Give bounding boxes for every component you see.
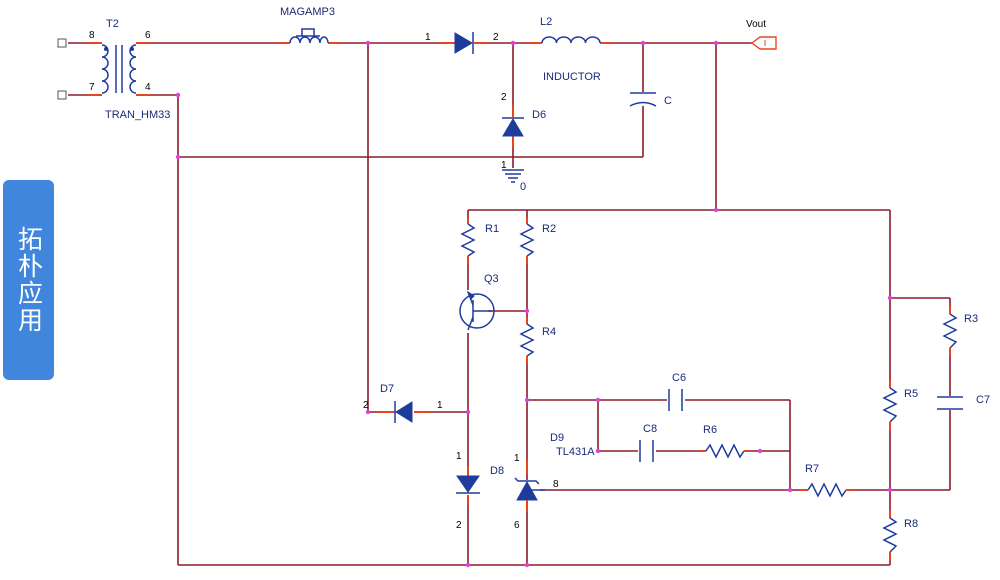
d9-label: D9 [550,432,564,444]
shunt-regulator-d9 [514,460,545,512]
sidebar-title: 拓朴应用 [14,226,44,334]
d9-pin-6: 6 [514,520,520,531]
resistor-r3 [942,306,958,356]
diode-d6 [502,105,524,148]
wires [68,42,951,566]
t2-pin-4: 4 [145,82,151,93]
ground-symbol [502,169,524,183]
d9-model-label: TL431A [556,446,595,458]
d6-pin-1: 1 [501,160,507,171]
d7-label: D7 [380,383,394,395]
c8-label: C8 [643,423,657,435]
diode-pin-2: 2 [493,32,499,43]
capacitor-c6 [668,389,683,411]
capacitor-c7 [937,396,963,410]
vout-terminal [750,36,777,50]
t2-model-label: TRAN_HM33 [105,109,170,121]
t2-pin-8: 8 [89,30,95,41]
capacitor-c8 [639,440,654,462]
resistor-r2 [519,218,535,264]
r4-label: R4 [542,326,556,338]
magamp-label: MAGAMP3 [280,6,335,18]
resistor-r1 [460,218,476,264]
r5-label: R5 [904,388,918,400]
transformer-t2 [88,42,150,96]
diode-d7 [378,401,430,423]
q3-label: Q3 [484,273,499,285]
d8-pin-1: 1 [456,451,462,462]
t2-label: T2 [106,18,119,30]
r1-label: R1 [485,223,499,235]
input-terminal-2 [57,90,67,100]
d7-pin-2: 2 [363,400,369,411]
d6-pin-2: 2 [501,92,507,103]
d8-pin-2: 2 [456,520,462,531]
resistor-r4 [519,318,535,364]
transistor-q3 [459,290,495,331]
inductor-label: INDUCTOR [543,71,601,83]
diode-pin-1: 1 [425,32,431,43]
c7-label: C7 [976,394,990,406]
c-label: C [664,95,672,107]
r6-label: R6 [703,424,717,436]
r7-label: R7 [805,463,819,475]
inductor-l2 [530,36,612,44]
junction-nodes [175,40,893,568]
output-capacitor-c [629,92,657,107]
main-diode [440,32,488,54]
d6-label: D6 [532,109,546,121]
r8-label: R8 [904,518,918,530]
ground-label: 0 [520,181,526,193]
resistor-r7 [800,482,854,498]
d9-pin-8: 8 [553,479,559,490]
resistor-r5 [882,380,898,430]
r3-label: R3 [964,313,978,325]
l2-label: L2 [540,16,552,28]
sidebar-tab[interactable]: 拓朴应用 [3,180,54,380]
t2-pin-6: 6 [145,30,151,41]
d7-pin-1: 1 [437,400,443,411]
d8-label: D8 [490,465,504,477]
c6-label: C6 [672,372,686,384]
d9-pin-1: 1 [514,453,520,464]
input-terminal-1 [57,38,67,48]
resistor-r6 [700,443,750,459]
t2-pin-7: 7 [89,82,95,93]
resistor-r8 [882,510,898,560]
magamp3 [278,28,340,44]
diode-d8 [456,466,480,505]
r2-label: R2 [542,223,556,235]
vout-label: Vout [746,19,766,30]
